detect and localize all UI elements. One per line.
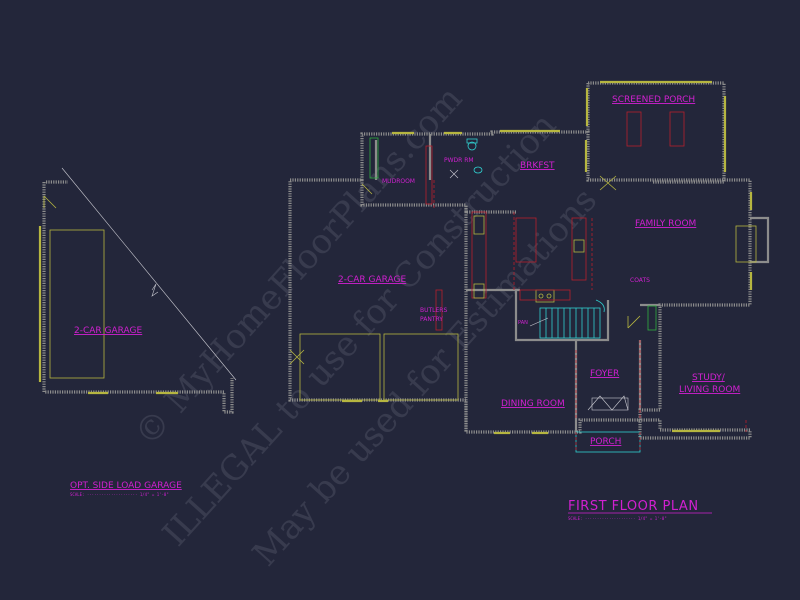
kitchen-counter-right (571, 217, 587, 281)
opt-garage-title-block: OPT. SIDE LOAD GARAGE SCALE: ···········… (70, 481, 182, 497)
toilet-icon (467, 141, 477, 151)
label-mudroom: MUDROOM (382, 178, 415, 185)
opt-garage-label: 2-CAR GARAGE (74, 326, 143, 336)
label-porch: PORCH (590, 437, 621, 447)
dishwasher-icon (573, 239, 585, 253)
garage-entry-door (361, 183, 373, 195)
watermark: © MyHomeFloorPlans.com ILLEGAL to use fo… (127, 79, 605, 574)
opt-garage-door (49, 229, 105, 379)
opt-garage-break-mark (151, 283, 159, 297)
opt-garage-title: OPT. SIDE LOAD GARAGE (70, 481, 182, 491)
label-two-car-garage: 2-CAR GARAGE (338, 275, 407, 285)
refrigerator-icon (473, 215, 485, 235)
powder-door (449, 169, 459, 179)
burner-1-icon (538, 293, 544, 299)
label-brkfst: BRKFST (520, 161, 555, 171)
opt-garage-angle-line (61, 167, 237, 381)
stair-wall (514, 290, 610, 342)
screened-porch-door (599, 175, 617, 191)
label-family-room: FAMILY ROOM (635, 219, 696, 229)
fireplace-box (750, 216, 770, 264)
main-title: FIRST FLOOR PLAN (568, 499, 699, 514)
opt-garage-entry-door (43, 195, 57, 209)
butlers-pantry-counter (435, 289, 443, 331)
stair-break-line (529, 317, 549, 327)
porch-furniture-2 (669, 111, 685, 147)
front-door-frame (591, 397, 629, 411)
toilet-tank-icon (466, 138, 478, 144)
coat-closet-shelf (647, 305, 657, 331)
label-dining-room: DINING ROOM (501, 399, 565, 409)
label-pan: PAN (518, 320, 528, 326)
kitchen-counter-bottom (519, 289, 571, 301)
garage-door-left (299, 333, 381, 401)
stair-landing-curve (595, 299, 605, 313)
garage-door-right (383, 333, 459, 401)
label-living-room: LIVING ROOM (679, 385, 740, 395)
label-study: STUDY/ (692, 373, 726, 383)
label-pantry: PANTRY (420, 316, 443, 323)
main-title-block: FIRST FLOOR PLAN SCALE: ················… (568, 499, 712, 521)
label-butlers: BUTLERS (420, 307, 447, 314)
staircase (529, 299, 605, 339)
mudroom-bench (369, 137, 379, 179)
label-screened-porch: SCREENED PORCH (612, 95, 695, 105)
label-foyer: FOYER (590, 369, 619, 379)
label-powder-room: PWDR RM (444, 157, 474, 164)
label-coats: COATS (630, 277, 650, 284)
opt-side-load-garage: 2-CAR GARAGE (38, 167, 237, 414)
porch-furniture-1 (626, 111, 642, 147)
coat-closet-door (627, 315, 641, 329)
garage-side-door (289, 349, 305, 365)
burner-2-icon (546, 293, 552, 299)
opt-garage-scale: SCALE: ····················· 1/4" = 1'-0… (70, 492, 169, 497)
oven-icon (473, 283, 485, 299)
sink-icon (473, 166, 483, 174)
main-scale: SCALE: ····················· 1/4" = 1'-0… (568, 516, 667, 521)
first-floor-plan: SCREENED PORCH PWDR RM BRKFST MUDROOM FA… (288, 80, 770, 453)
mudroom-lockers (425, 145, 433, 205)
kitchen-island (515, 217, 537, 263)
fireplace-hearth (735, 225, 757, 263)
